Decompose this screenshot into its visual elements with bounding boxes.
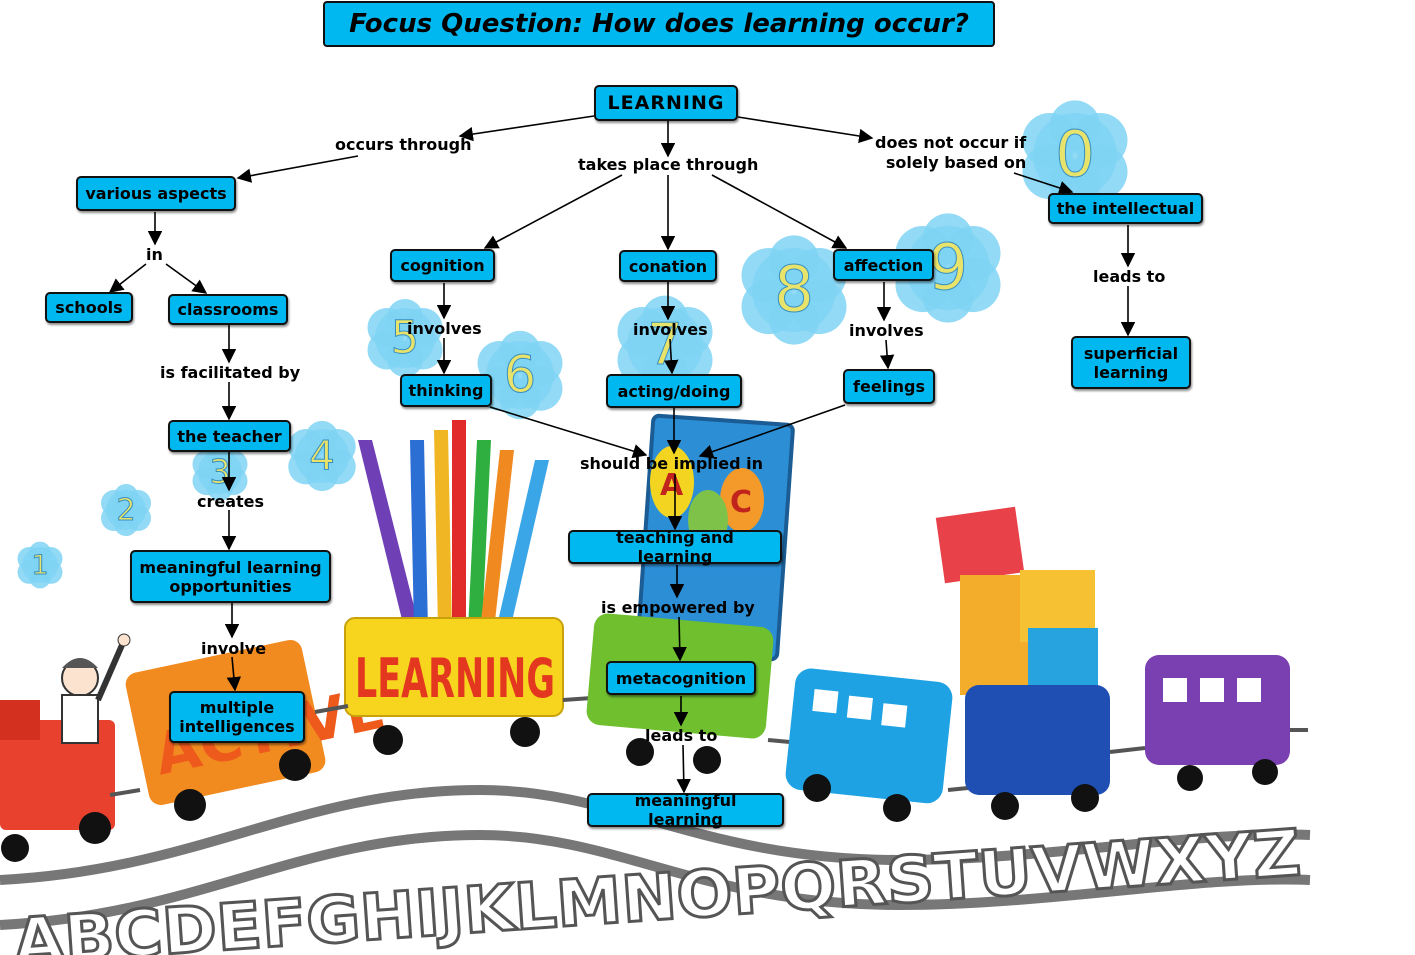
arrow-6 — [108, 263, 147, 293]
node-the-intellectual[interactable]: the intellectual — [1048, 193, 1203, 224]
svg-text:C: C — [730, 485, 752, 520]
node-multiple-intelligences[interactable]: multiple intelligences — [169, 691, 305, 743]
svg-text:3: 3 — [210, 452, 231, 491]
svg-text:LEARNING: LEARNING — [355, 647, 555, 710]
yellow-learning-wagon: LEARNING — [314, 617, 593, 755]
node-meaningful-learning[interactable]: meaningful learning — [587, 791, 784, 829]
node-classrooms[interactable]: classrooms — [168, 294, 288, 325]
svg-text:9: 9 — [928, 231, 968, 304]
arrow-13 — [226, 656, 241, 692]
link-involves-affection: involves — [849, 321, 924, 340]
node-the-teacher[interactable]: the teacher — [168, 420, 291, 452]
arrow-28 — [672, 616, 687, 662]
link-involve: involve — [201, 639, 267, 658]
link-involves-conation: involves — [633, 320, 708, 339]
node-teaching-and-learning[interactable]: teaching and learning — [568, 528, 782, 566]
focus-question-title: Focus Question: How does learning occur? — [323, 1, 995, 47]
link-is-facilitated-by: is facilitated by — [160, 363, 301, 382]
connector-arrows — [108, 115, 1136, 794]
svg-text:5: 5 — [391, 311, 420, 364]
svg-text:8: 8 — [774, 253, 814, 326]
link-involves-cognition: involves — [407, 319, 482, 338]
svg-text:2: 2 — [116, 493, 135, 528]
arrow-1 — [236, 155, 359, 183]
node-affection[interactable]: affection — [833, 249, 934, 281]
link-does-not-occur: does not occur if solely based on — [875, 133, 1027, 172]
link-leads-to-metacognition: leads to — [645, 726, 718, 745]
cloud-number-0: 0 — [1022, 100, 1128, 210]
node-conation[interactable]: conation — [619, 250, 717, 282]
node-acting-doing[interactable]: acting/doing — [606, 374, 742, 408]
arrow-0 — [458, 115, 595, 142]
link-is-empowered-by: is empowered by — [601, 598, 755, 617]
cloud-number-5: 5 — [367, 299, 443, 377]
svg-text:4: 4 — [309, 432, 335, 480]
arrow-3 — [737, 116, 874, 144]
svg-text:0: 0 — [1055, 118, 1095, 191]
cloud-number-4: 4 — [288, 420, 356, 492]
arrow-14 — [483, 174, 623, 249]
pencils — [358, 420, 549, 632]
node-cognition[interactable]: cognition — [390, 249, 495, 282]
link-takes-place-through: takes place through — [578, 155, 759, 174]
link-creates: creates — [197, 492, 265, 511]
arrow-23 — [489, 406, 648, 459]
link-leads-to-superficial: leads to — [1093, 267, 1166, 286]
arrow-20 — [664, 338, 679, 375]
node-superficial-learning[interactable]: superficial learning — [1071, 336, 1191, 389]
svg-text:6: 6 — [504, 346, 536, 405]
node-schools[interactable]: schools — [45, 292, 133, 323]
cloud-number-2: 2 — [101, 484, 151, 536]
node-feelings[interactable]: feelings — [843, 369, 935, 404]
cloud-number-1: 1 — [17, 541, 63, 589]
purple-wagon — [1145, 655, 1308, 791]
cloud-number-8: 8 — [741, 235, 847, 345]
node-meaningful-learning-opportunities[interactable]: meaningful learning opportunities — [130, 550, 331, 603]
blocks-wagon — [935, 506, 1146, 820]
blue-wagon — [785, 668, 969, 822]
engine-car — [0, 633, 131, 862]
arrow-4 — [1013, 172, 1074, 195]
arrow-25 — [698, 404, 846, 459]
node-various-aspects[interactable]: various aspects — [76, 176, 236, 211]
arrow-22 — [879, 339, 895, 370]
arrow-16 — [711, 174, 848, 249]
node-metacognition[interactable]: metacognition — [606, 661, 756, 695]
link-occurs-through: occurs through — [335, 135, 472, 154]
node-thinking[interactable]: thinking — [400, 374, 492, 407]
arrow-7 — [165, 263, 208, 294]
svg-text:1: 1 — [31, 550, 48, 581]
arrow-30 — [676, 744, 691, 794]
node-learning[interactable]: LEARNING — [594, 85, 738, 121]
link-should-be-implied-in: should be implied in — [580, 454, 764, 473]
link-in: in — [146, 245, 163, 264]
svg-text:A: A — [660, 468, 684, 503]
